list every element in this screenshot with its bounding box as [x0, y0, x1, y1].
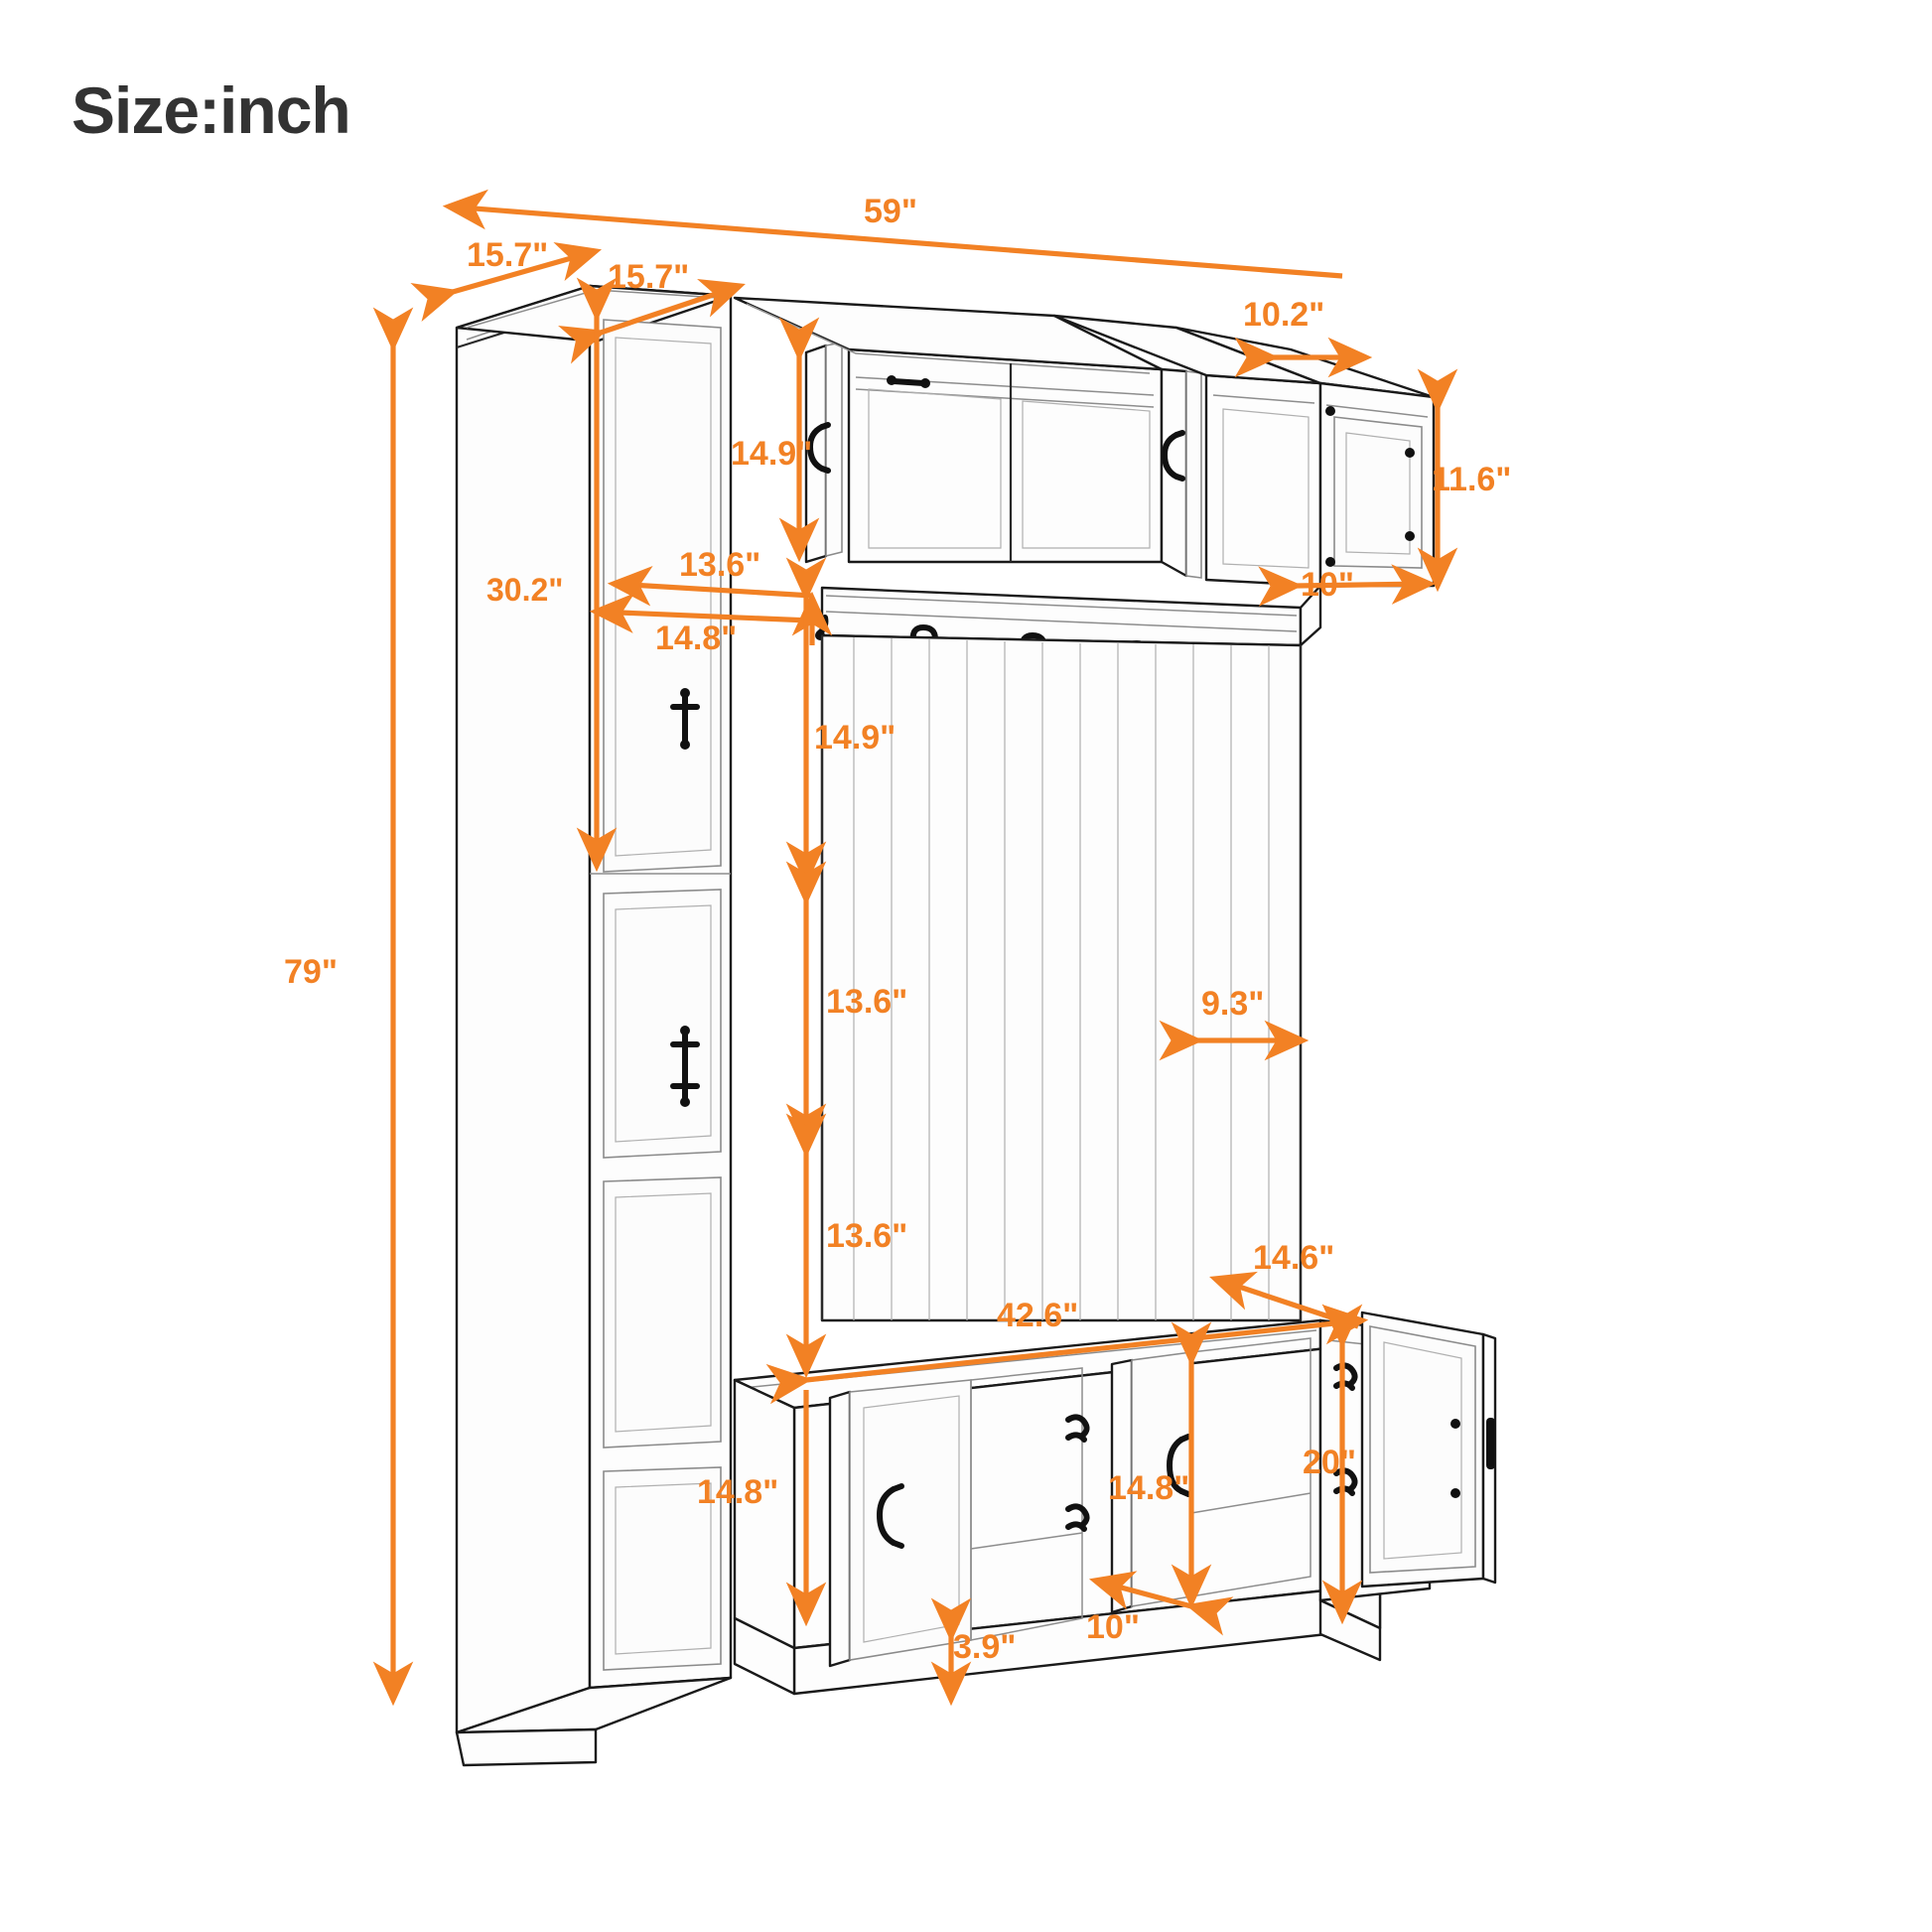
dim-label-upper-door-height: 14.9" [731, 435, 813, 473]
page-title: Size:inch [71, 73, 351, 147]
dim-label-bottom-right-height: 20" [1303, 1444, 1356, 1481]
dim-label-upper-cabinet-depth: 15.7" [608, 258, 690, 296]
dim-line-left-shelf-width [589, 593, 811, 633]
dim-label-left-shelf-width: 14.8" [655, 620, 738, 657]
dim-label-bottom-left-height: 14.8" [697, 1473, 779, 1511]
dim-label-toe-kick-height: 3.9" [953, 1628, 1017, 1666]
handle-open-door-upper-2 [1162, 430, 1185, 482]
dim-label-bench-cabinet-depth: 10" [1086, 1608, 1140, 1646]
dim-label-panel-upper-height: 14.9" [814, 719, 897, 757]
dim-label-mid-shelf-height-1: 13.6" [826, 983, 908, 1021]
dim-label-overall-height: 79" [284, 953, 338, 991]
dim-label-right-cabinet-offset: 10.2" [1243, 296, 1325, 334]
dim-label-overall-width: 59" [864, 193, 917, 230]
dim-line-upper-depth [558, 279, 746, 364]
dim-label-left-door-width: 13.6" [679, 546, 761, 584]
dim-line-left-depth [410, 242, 603, 323]
upper-wall-cabinets [733, 296, 1322, 588]
dim-label-panel-board-width: 9.3" [1201, 985, 1265, 1023]
dim-label-left-cabinet-depth: 15.7" [467, 236, 549, 274]
dim-line-overall-width [442, 189, 1343, 279]
dim-line-right-bench-depth [1209, 1271, 1359, 1329]
dim-line-bench-width [765, 1304, 1369, 1405]
hinges-bench-mid [1065, 1414, 1090, 1532]
dim-label-bench-width: 42.6" [997, 1297, 1079, 1334]
handle-bench-door-1 [877, 1483, 904, 1549]
dim-label-mid-shelf-height-2: 13.6" [826, 1217, 908, 1255]
dim-line-left-door-width [607, 566, 813, 607]
dim-label-left-cabinet-upper-height: 30.2" [486, 572, 564, 608]
dim-label-right-cabinet-height: 11.6" [1432, 461, 1512, 498]
dim-label-right-bench-depth: 14.6" [1253, 1239, 1335, 1277]
dim-label-right-cabinet-depth: 10" [1301, 566, 1354, 604]
dim-line-bench-cab-depth [1088, 1571, 1234, 1636]
dim-label-bench-door-height: 14.8" [1108, 1469, 1190, 1507]
handle-left-upper [670, 688, 700, 750]
dim-line-right-cab-depth [1258, 564, 1437, 607]
handle-left-mid [670, 1026, 700, 1107]
